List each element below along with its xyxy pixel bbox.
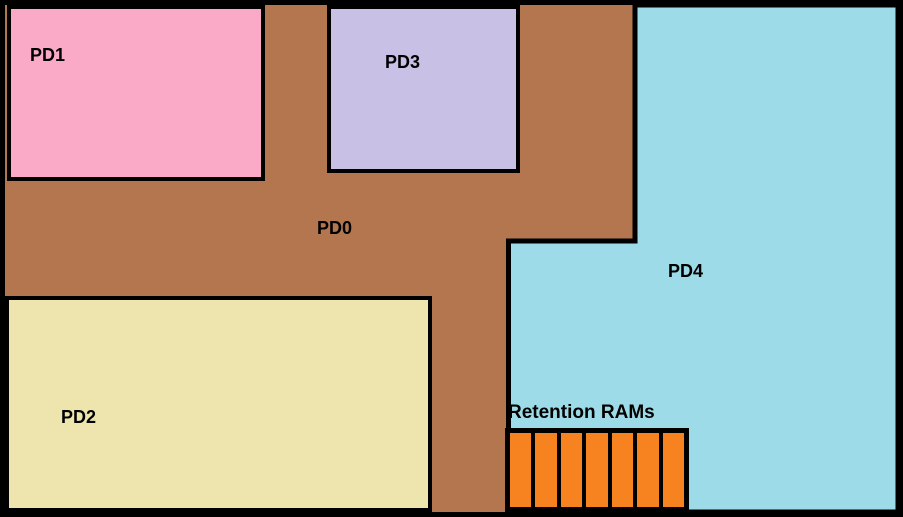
retention-rams-block [505, 428, 689, 512]
pd4-region [506, 5, 898, 512]
pd2-label: PD2 [61, 407, 97, 427]
pd4-shape [506, 5, 898, 512]
pd3-label: PD3 [385, 52, 421, 72]
ram-bar [586, 433, 608, 507]
pd0-label: PD0 [317, 218, 353, 238]
ram-bar [560, 433, 583, 507]
ram-bar [611, 433, 634, 507]
pd4-label: PD4 [668, 261, 704, 281]
retention-rams-label: Retention RAMs [508, 402, 655, 423]
pd1-region [7, 5, 265, 181]
ram-bar [510, 433, 532, 507]
pd3-region [327, 5, 520, 173]
ram-bar [637, 433, 659, 507]
pd1-label: PD1 [30, 45, 66, 65]
pd2-region [5, 296, 432, 512]
ram-bar [535, 433, 557, 507]
ram-bar [662, 433, 684, 507]
